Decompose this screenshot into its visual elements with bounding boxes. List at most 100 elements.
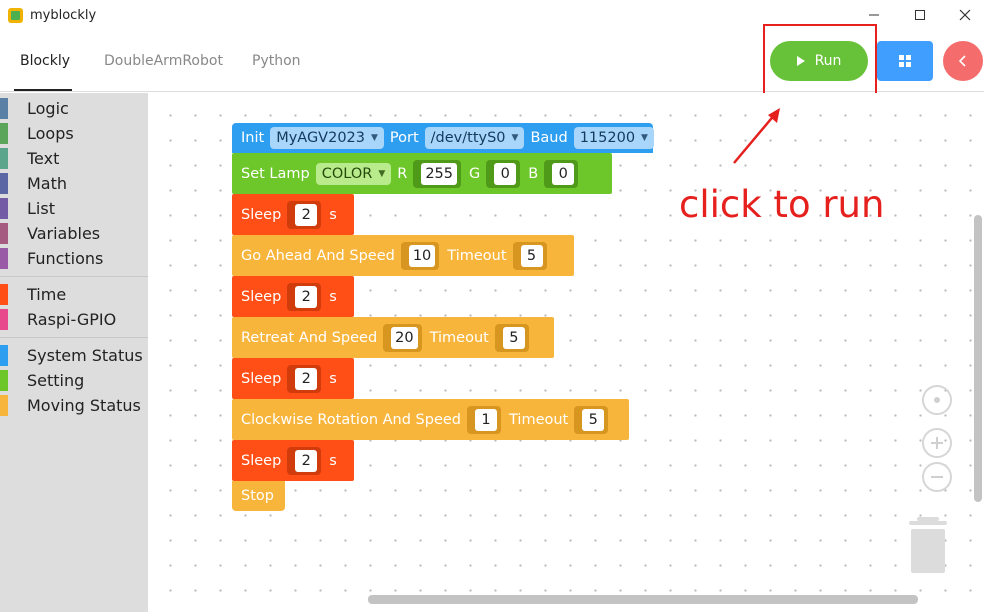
green-value-input[interactable]: 0 bbox=[494, 162, 517, 185]
category-raspi-gpio[interactable]: Raspi-GPIO bbox=[0, 307, 148, 332]
horizontal-scrollbar[interactable] bbox=[368, 595, 918, 604]
zoom-in-button[interactable] bbox=[922, 428, 952, 458]
category-color-swatch bbox=[0, 345, 8, 366]
zoom-out-button[interactable] bbox=[922, 462, 952, 492]
tab-doublearmrobot[interactable]: DoubleArmRobot bbox=[104, 53, 223, 69]
retreat-block[interactable]: Retreat And Speed 20 Timeout 5 bbox=[232, 317, 554, 358]
block-label: Init bbox=[241, 130, 265, 146]
maximize-button[interactable] bbox=[897, 0, 943, 30]
block-label: Sleep bbox=[241, 288, 282, 305]
category-separator bbox=[0, 276, 148, 277]
timeout-value-input[interactable]: 5 bbox=[502, 326, 525, 349]
category-system-status[interactable]: System Status bbox=[0, 343, 148, 368]
grid-button[interactable] bbox=[877, 41, 933, 81]
title-bar: myblockly bbox=[0, 0, 984, 32]
category-label: Raspi-GPIO bbox=[27, 310, 117, 329]
sleep-value-input[interactable]: 2 bbox=[295, 285, 318, 308]
sleep-value-socket: 2 bbox=[287, 200, 322, 229]
init-block[interactable]: Init MyAGV2023▼ Port /dev/ttyS0▼ Baud 11… bbox=[232, 123, 654, 153]
tab-blockly[interactable]: Blockly bbox=[20, 53, 71, 69]
category-functions[interactable]: Functions bbox=[0, 246, 148, 271]
timeout-value-input[interactable]: 5 bbox=[520, 244, 543, 267]
sleep-block[interactable]: Sleep 2 s bbox=[232, 440, 354, 481]
category-loops[interactable]: Loops bbox=[0, 121, 148, 146]
category-label: Time bbox=[27, 285, 67, 304]
sleep-block[interactable]: Sleep 2 s bbox=[232, 276, 354, 317]
category-color-swatch bbox=[0, 284, 8, 305]
speed-value-input[interactable]: 10 bbox=[408, 244, 436, 267]
block-unit: s bbox=[329, 370, 337, 387]
grid-icon bbox=[899, 55, 911, 67]
click-to-run-annotation: click to run bbox=[679, 183, 885, 226]
lamp-mode-dropdown[interactable]: COLOR ▼ bbox=[315, 162, 392, 185]
recenter-button[interactable] bbox=[922, 385, 952, 415]
block-label: Port bbox=[389, 130, 419, 146]
category-text[interactable]: Text bbox=[0, 146, 148, 171]
timeout-value-input[interactable]: 5 bbox=[582, 408, 605, 431]
device-dropdown-value: MyAGV2023 bbox=[276, 130, 365, 146]
green-value-socket: 0 bbox=[486, 159, 521, 188]
block-label: Sleep bbox=[241, 206, 282, 223]
blue-value-socket: 0 bbox=[544, 159, 579, 188]
sleep-block[interactable]: Sleep 2 s bbox=[232, 194, 354, 235]
device-dropdown[interactable]: MyAGV2023 ▼ bbox=[270, 127, 384, 149]
speed-value-input[interactable]: 1 bbox=[475, 408, 497, 431]
category-label: System Status bbox=[27, 346, 143, 365]
tab-python[interactable]: Python bbox=[252, 53, 301, 69]
target-icon bbox=[934, 397, 940, 403]
block-unit: s bbox=[329, 452, 337, 469]
sleep-value-input[interactable]: 2 bbox=[295, 367, 318, 390]
category-color-swatch bbox=[0, 148, 8, 169]
category-moving-status[interactable]: Moving Status bbox=[0, 393, 148, 418]
minimize-icon bbox=[869, 14, 879, 16]
sleep-value-input[interactable]: 2 bbox=[295, 449, 318, 472]
block-label: Timeout bbox=[509, 411, 569, 428]
category-logic[interactable]: Logic bbox=[0, 96, 148, 121]
port-dropdown[interactable]: /dev/ttyS0▼ bbox=[424, 127, 525, 149]
sleep-value-input[interactable]: 2 bbox=[295, 203, 318, 226]
block-label: Stop bbox=[241, 488, 274, 504]
category-setting[interactable]: Setting bbox=[0, 368, 148, 393]
baud-dropdown[interactable]: 115200▼ bbox=[573, 127, 654, 149]
sleep-block[interactable]: Sleep 2 s bbox=[232, 358, 354, 399]
category-time[interactable]: Time bbox=[0, 282, 148, 307]
speed-value-socket: 20 bbox=[383, 323, 422, 352]
go-ahead-block[interactable]: Go Ahead And Speed 10 Timeout 5 bbox=[232, 235, 574, 276]
plus-icon bbox=[931, 437, 943, 449]
timeout-value-socket: 5 bbox=[574, 405, 609, 434]
category-math[interactable]: Math bbox=[0, 171, 148, 196]
red-value-input[interactable]: 255 bbox=[421, 162, 457, 185]
dropdown-arrow-icon: ▼ bbox=[641, 133, 648, 143]
category-list[interactable]: List bbox=[0, 196, 148, 221]
blue-value-input[interactable]: 0 bbox=[552, 162, 575, 185]
dropdown-arrow-icon: ▼ bbox=[511, 133, 519, 143]
back-button[interactable] bbox=[943, 41, 983, 81]
trash-icon[interactable] bbox=[909, 517, 947, 573]
block-label: Sleep bbox=[241, 452, 282, 469]
close-icon bbox=[959, 9, 971, 21]
close-button[interactable] bbox=[942, 0, 984, 30]
category-variables[interactable]: Variables bbox=[0, 221, 148, 246]
stop-block[interactable]: Stop bbox=[232, 481, 285, 511]
block-label: G bbox=[469, 165, 481, 182]
set-lamp-block[interactable]: Set Lamp COLOR▼ R 255 G 0 B 0 bbox=[232, 153, 612, 194]
run-button-label: Run bbox=[814, 53, 842, 69]
block-label: B bbox=[528, 165, 539, 182]
minus-icon bbox=[931, 476, 943, 478]
minimize-button[interactable] bbox=[851, 0, 897, 30]
speed-value-input[interactable]: 20 bbox=[391, 326, 418, 349]
category-color-swatch bbox=[0, 98, 8, 119]
clockwise-rotation-block[interactable]: Clockwise Rotation And Speed 1 Timeout 5 bbox=[232, 399, 629, 440]
block-label: R bbox=[397, 165, 408, 182]
dropdown-arrow-icon: ▼ bbox=[371, 133, 378, 143]
timeout-value-socket: 5 bbox=[512, 241, 547, 270]
run-button[interactable]: Run bbox=[770, 41, 868, 81]
vertical-scrollbar[interactable] bbox=[974, 215, 982, 502]
play-icon bbox=[796, 56, 805, 66]
category-label: Functions bbox=[27, 249, 104, 268]
category-color-swatch bbox=[0, 173, 8, 194]
category-label: Loops bbox=[27, 124, 74, 143]
lamp-mode-value: COLOR bbox=[321, 165, 373, 182]
dropdown-arrow-icon: ▼ bbox=[378, 168, 386, 179]
